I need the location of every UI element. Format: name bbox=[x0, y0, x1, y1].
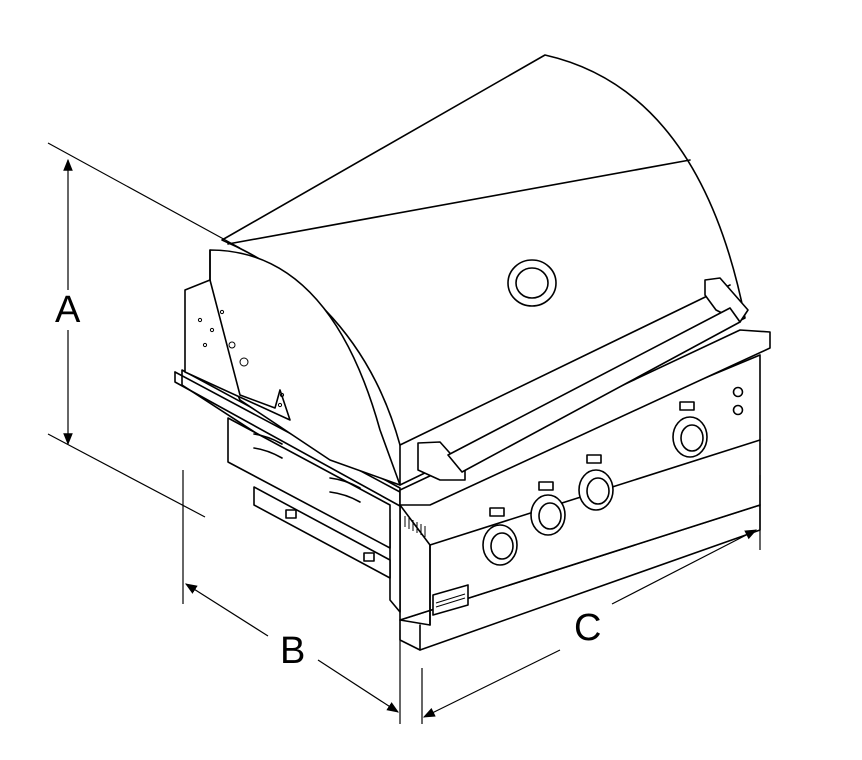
dimension-a: A bbox=[47, 142, 241, 518]
light-switch bbox=[732, 386, 744, 416]
dimension-label-a: A bbox=[55, 289, 81, 331]
dimension-b: B bbox=[182, 470, 401, 724]
hood-side bbox=[209, 249, 401, 486]
control-knob bbox=[672, 401, 708, 458]
hood-handle bbox=[417, 277, 749, 481]
side-drawer bbox=[227, 417, 391, 549]
control-knob bbox=[530, 481, 566, 536]
nameplate bbox=[432, 584, 469, 616]
side-drawer bbox=[253, 486, 391, 579]
hood-hinge-bracket bbox=[184, 279, 291, 421]
dimension-label-b: B bbox=[280, 630, 305, 672]
temperature-gauge bbox=[507, 259, 557, 307]
firebox-rim bbox=[399, 329, 771, 506]
grill-drawing bbox=[174, 54, 771, 651]
control-knob bbox=[578, 454, 614, 511]
dimension-label-c: C bbox=[574, 607, 601, 649]
vent-slots bbox=[404, 516, 426, 537]
dimension-c: C bbox=[421, 475, 761, 724]
control-knob bbox=[482, 507, 518, 566]
